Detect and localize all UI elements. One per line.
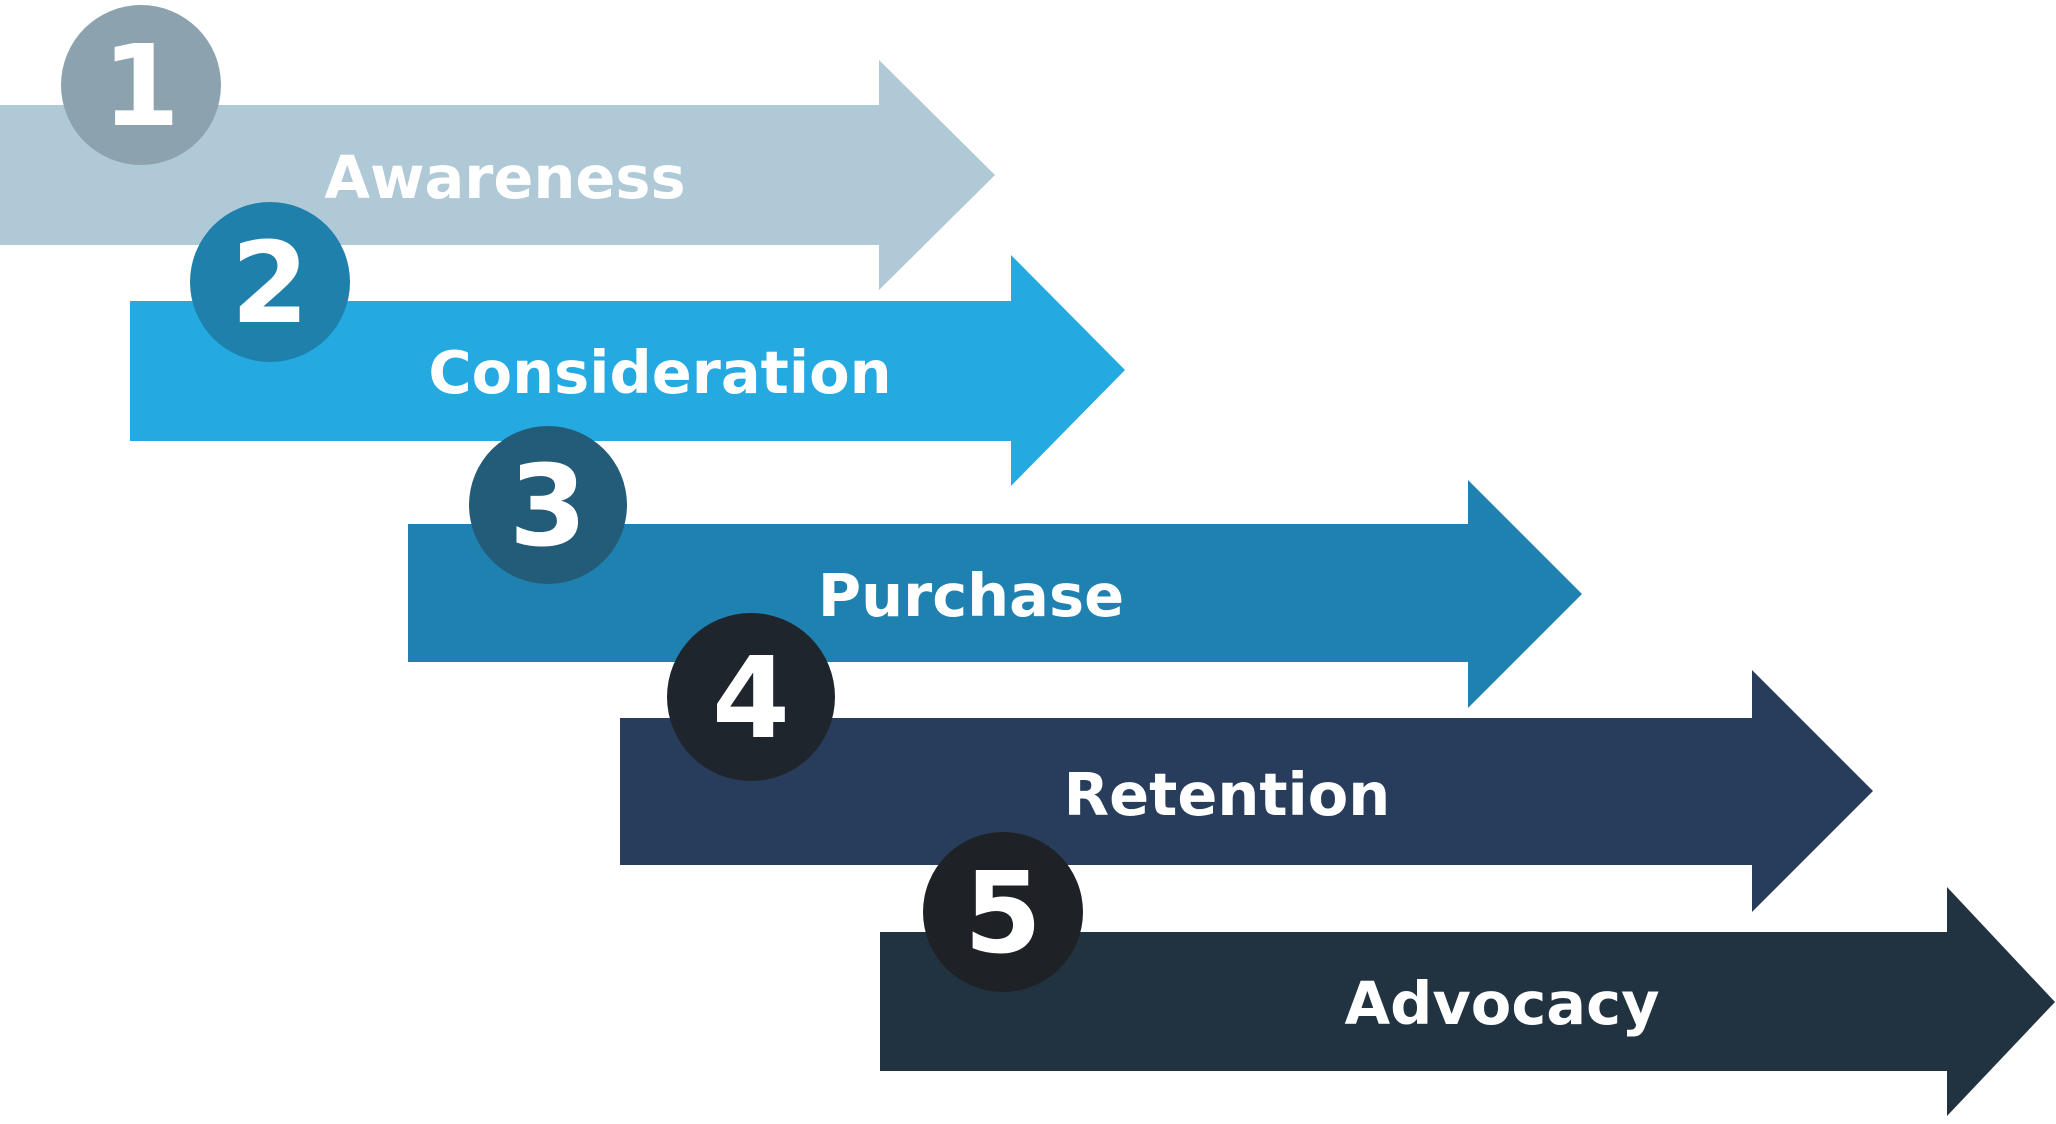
stage-3-number: 3 <box>509 442 587 572</box>
stage-5-arrow <box>880 887 2055 1116</box>
stage-5-number: 5 <box>964 849 1042 979</box>
stage-4-number-badge <box>667 613 835 781</box>
stage-5: 5 Advocacy <box>880 832 2055 1116</box>
stage-2-arrow <box>130 255 1125 486</box>
stage-4-arrow <box>620 670 1873 912</box>
stage-4: 4 Retention <box>620 613 1873 912</box>
stage-3-number-badge <box>469 426 627 584</box>
stage-2-number-badge <box>190 202 350 362</box>
stage-4-number: 4 <box>712 634 790 764</box>
stage-1-number-badge <box>61 5 221 165</box>
stage-1-label: Awareness <box>324 143 685 212</box>
stage-2-label: Consideration <box>428 338 891 407</box>
stage-3-label: Purchase <box>818 561 1124 630</box>
stage-5-number-badge <box>923 832 1083 992</box>
stage-1: 1 Awareness <box>0 5 995 290</box>
stage-3: 3 Purchase <box>408 426 1582 708</box>
stage-2-number: 2 <box>231 219 309 349</box>
stage-4-label: Retention <box>1064 760 1391 829</box>
stage-5-label: Advocacy <box>1344 969 1659 1038</box>
stage-1-number: 1 <box>102 22 180 152</box>
stage-2: 2 Consideration <box>130 202 1125 486</box>
